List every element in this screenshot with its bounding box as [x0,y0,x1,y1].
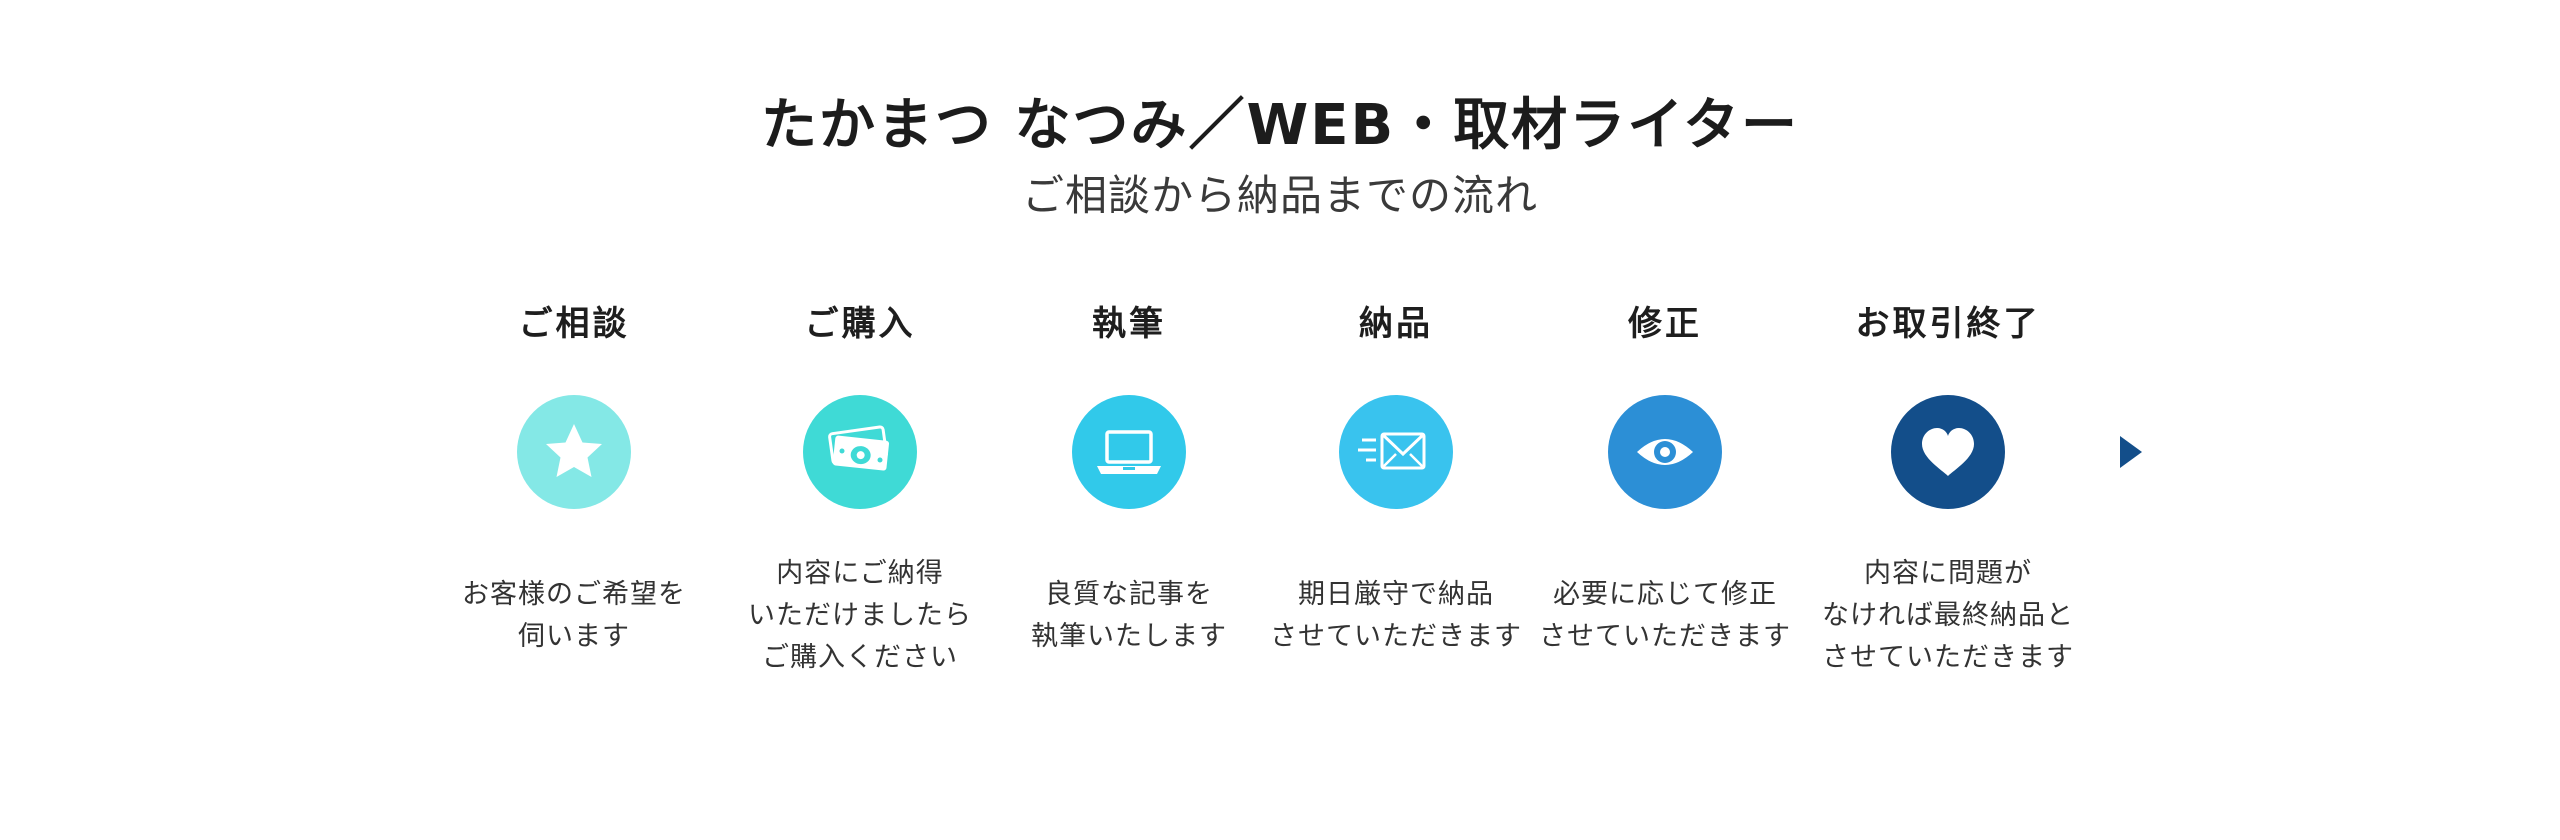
page-subtitle: ご相談から納品までの流れ [1021,171,1538,220]
step-4-node [1339,395,1453,509]
step-3: 執筆 良質な記事を 執筆いたします [989,300,1269,652]
step-4-description: 期日厳守で納品 させていただきます [1270,579,1522,652]
page-title: たかまつ なつみ／WEB・取材ライター [761,93,1799,158]
step-4-circle [1339,395,1453,509]
step-3-circle [1072,395,1186,509]
step-2-label: ご購入 [804,304,916,344]
laptop-icon [1097,430,1161,474]
step-5-description: 必要に応じて修正 させていただきます [1539,579,1791,652]
step-1: ご相談 お客様のご希望を 伺います [434,300,714,652]
step-3-description: 良質な記事を 執筆いたします [1031,579,1227,652]
step-1-label: ご相談 [518,304,630,344]
money-icon [828,425,890,471]
step-5-label: 修正 [1628,304,1702,344]
step-6: お取引終了 内容に問題が なければ最終納品と させていただきます [1808,300,2088,673]
step-4-label: 納品 [1359,304,1433,344]
step-5-node [1608,395,1722,509]
step-2-node [803,395,917,509]
heart-icon [1922,428,1974,476]
step-1-node [517,395,631,509]
step-3-node [1072,395,1186,509]
star-icon [546,424,602,477]
step-5: 修正 必要に応じて修正 させていただきます [1525,300,1805,652]
step-3-label: 執筆 [1092,304,1166,344]
step-6-label: お取引終了 [1855,304,2041,344]
step-2-description: 内容にご納得 いただけましたら ご購入ください [748,558,972,673]
timeline-arrow-head [2120,436,2142,468]
step-6-description: 内容に問題が なければ最終納品と させていただきます [1822,558,2074,673]
mail-icon [1358,432,1426,470]
step-2: ご購入 内容にご納得 いただけましたら ご購入ください [720,300,1000,673]
step-4: 納品 期日厳守で納品 させていただきます [1256,300,1536,652]
step-1-description: お客様のご希望を 伺います [462,579,686,652]
step-6-node [1891,395,2005,509]
eye-icon [1637,439,1693,465]
